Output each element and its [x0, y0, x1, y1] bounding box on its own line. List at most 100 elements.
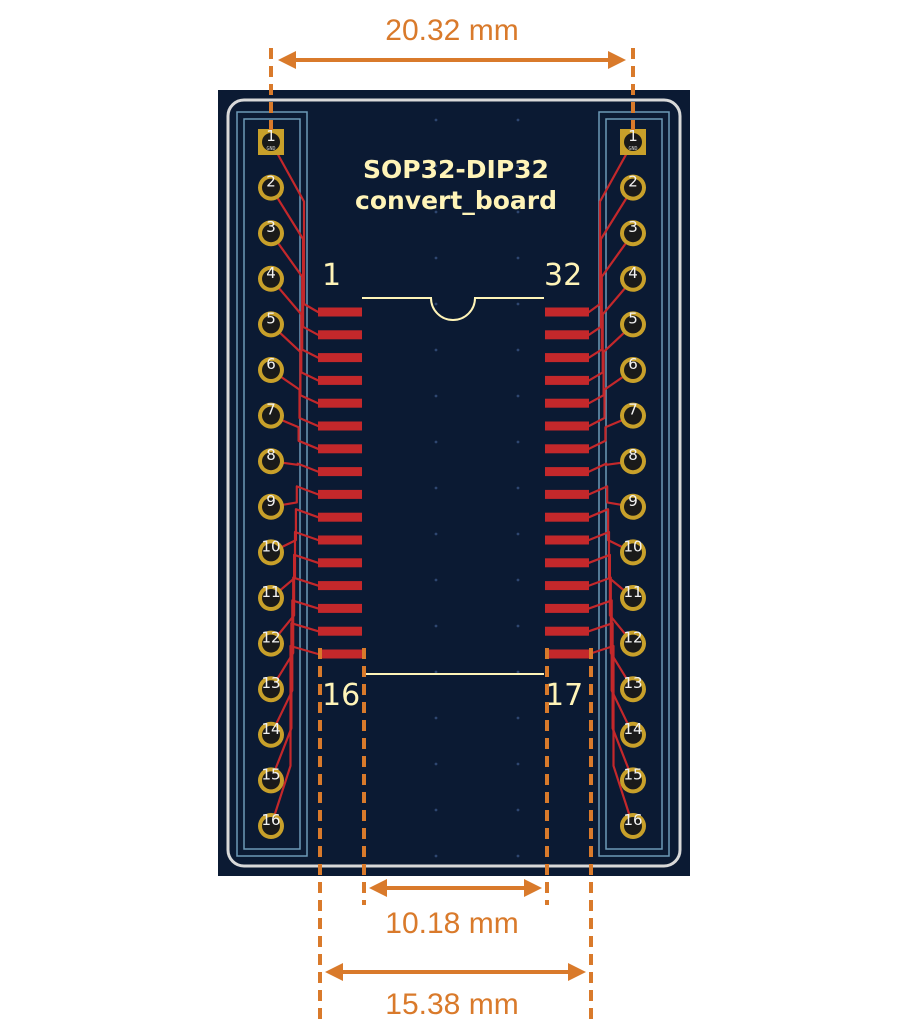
sop-pad-left: [318, 535, 362, 545]
header-pad-hole: [262, 589, 280, 607]
pin-label-16: 16: [322, 678, 360, 713]
header-pin-number: 16: [623, 811, 642, 829]
header-pad-hole: [624, 406, 642, 425]
trace-right: [587, 368, 635, 428]
header-pad-hole: [624, 680, 642, 699]
header-pad-hole: [624, 589, 642, 607]
sop-pad-left: [318, 626, 362, 636]
via-dot: [516, 670, 520, 674]
trace-right: [587, 277, 635, 382]
via-dot: [434, 762, 438, 766]
dimension-label-inner: 10.18 mm: [385, 907, 518, 940]
sop-pad-left: [318, 421, 362, 431]
sop-pad-right: [545, 603, 589, 613]
header-pin-number: 9: [266, 492, 276, 510]
via-dot: [434, 716, 438, 720]
dimension-label-outer: 15.38 mm: [385, 988, 518, 1021]
header-pad-hole: [624, 452, 642, 471]
header-pin-number: 13: [261, 674, 280, 692]
via-dot: [516, 624, 520, 628]
sop32-pads: [318, 307, 589, 659]
sop-pad-left: [318, 330, 362, 340]
header-pad-hole: [624, 178, 642, 197]
header-pad-hole: [624, 269, 642, 288]
header-pad-hole: [262, 680, 280, 699]
header-pad-hole: [262, 224, 280, 243]
sop-pad-right: [545, 535, 589, 545]
header-pin-number: 7: [628, 401, 638, 419]
header-pad-hole: [624, 361, 642, 379]
via-dot: [434, 486, 438, 490]
via-dot: [434, 808, 438, 812]
via-dot: [516, 256, 520, 260]
sop-pad-left: [318, 307, 362, 317]
via-dot: [516, 486, 520, 490]
header-pin-number: 11: [261, 583, 280, 601]
via-dot: [516, 762, 520, 766]
header-pin-number: 4: [266, 264, 276, 282]
via-dot: [434, 624, 438, 628]
trace-left: [269, 368, 320, 428]
sop-pad-left: [318, 649, 362, 659]
header-pin-number: 2: [266, 173, 276, 191]
header-pad-hole: [624, 543, 642, 562]
header-pad-hole: [262, 771, 280, 790]
sop-pad-right: [545, 444, 589, 454]
sop-pad-right: [545, 421, 589, 431]
sop-pad-left: [318, 512, 362, 522]
sop-pad-left: [318, 444, 362, 454]
header-pin-number: 12: [623, 629, 642, 647]
trace-left: [269, 485, 320, 508]
sop-pad-right: [545, 375, 589, 385]
board-edge-cuts: [226, 98, 682, 868]
header-pin-number: 4: [628, 264, 638, 282]
sop-pad-right: [545, 398, 589, 408]
sop-pad-right: [545, 581, 589, 591]
sop-pad-left: [318, 489, 362, 499]
pin-label-17: 17: [545, 678, 583, 713]
header-pad-hole: [624, 725, 642, 744]
via-dot: [434, 164, 438, 168]
via-dot: [434, 394, 438, 398]
trace-left: [269, 277, 320, 382]
sop-pad-left: [318, 353, 362, 363]
header-pin-number: 14: [261, 720, 280, 738]
board-title-line1: SOP32-DIP32: [363, 155, 549, 184]
sop-pad-right: [545, 489, 589, 499]
header-pin-number: 10: [261, 537, 280, 555]
sop-pad-right: [545, 512, 589, 522]
via-dot: [516, 532, 520, 536]
header-pin-number: 1: [266, 127, 276, 145]
sop-pad-right: [545, 467, 589, 477]
header-pin-number: 16: [261, 811, 280, 829]
trace-right: [587, 414, 635, 450]
trace-right: [587, 644, 635, 828]
header-pin-number: 1: [628, 127, 638, 145]
trace-left: [269, 460, 320, 473]
board-dots: [434, 118, 520, 858]
trace-right: [587, 508, 635, 554]
header-pad-hole: [262, 497, 280, 516]
pin-label-32: 32: [544, 258, 582, 293]
trace-right: [587, 460, 635, 473]
via-dot: [516, 118, 520, 122]
header-pad-hole: [262, 543, 280, 562]
sop-pad-left: [318, 603, 362, 613]
dimension-lines: [269, 48, 635, 1020]
trace-left: [269, 508, 320, 554]
sop-pad-right: [545, 649, 589, 659]
via-dot: [516, 854, 520, 858]
header-pin-number: 6: [628, 355, 638, 373]
via-dot: [516, 578, 520, 582]
ic-outline: [362, 297, 544, 675]
header-pin-number: 8: [266, 446, 276, 464]
trace-left: [269, 644, 320, 828]
sop-pad-right: [545, 626, 589, 636]
header-pin-number: 6: [266, 355, 276, 373]
header-pin-number: 15: [623, 765, 642, 783]
trace-right: [587, 232, 635, 359]
header-pad-hole: [262, 269, 280, 288]
header-pin-number: 7: [266, 401, 276, 419]
copper-traces: [269, 140, 635, 828]
